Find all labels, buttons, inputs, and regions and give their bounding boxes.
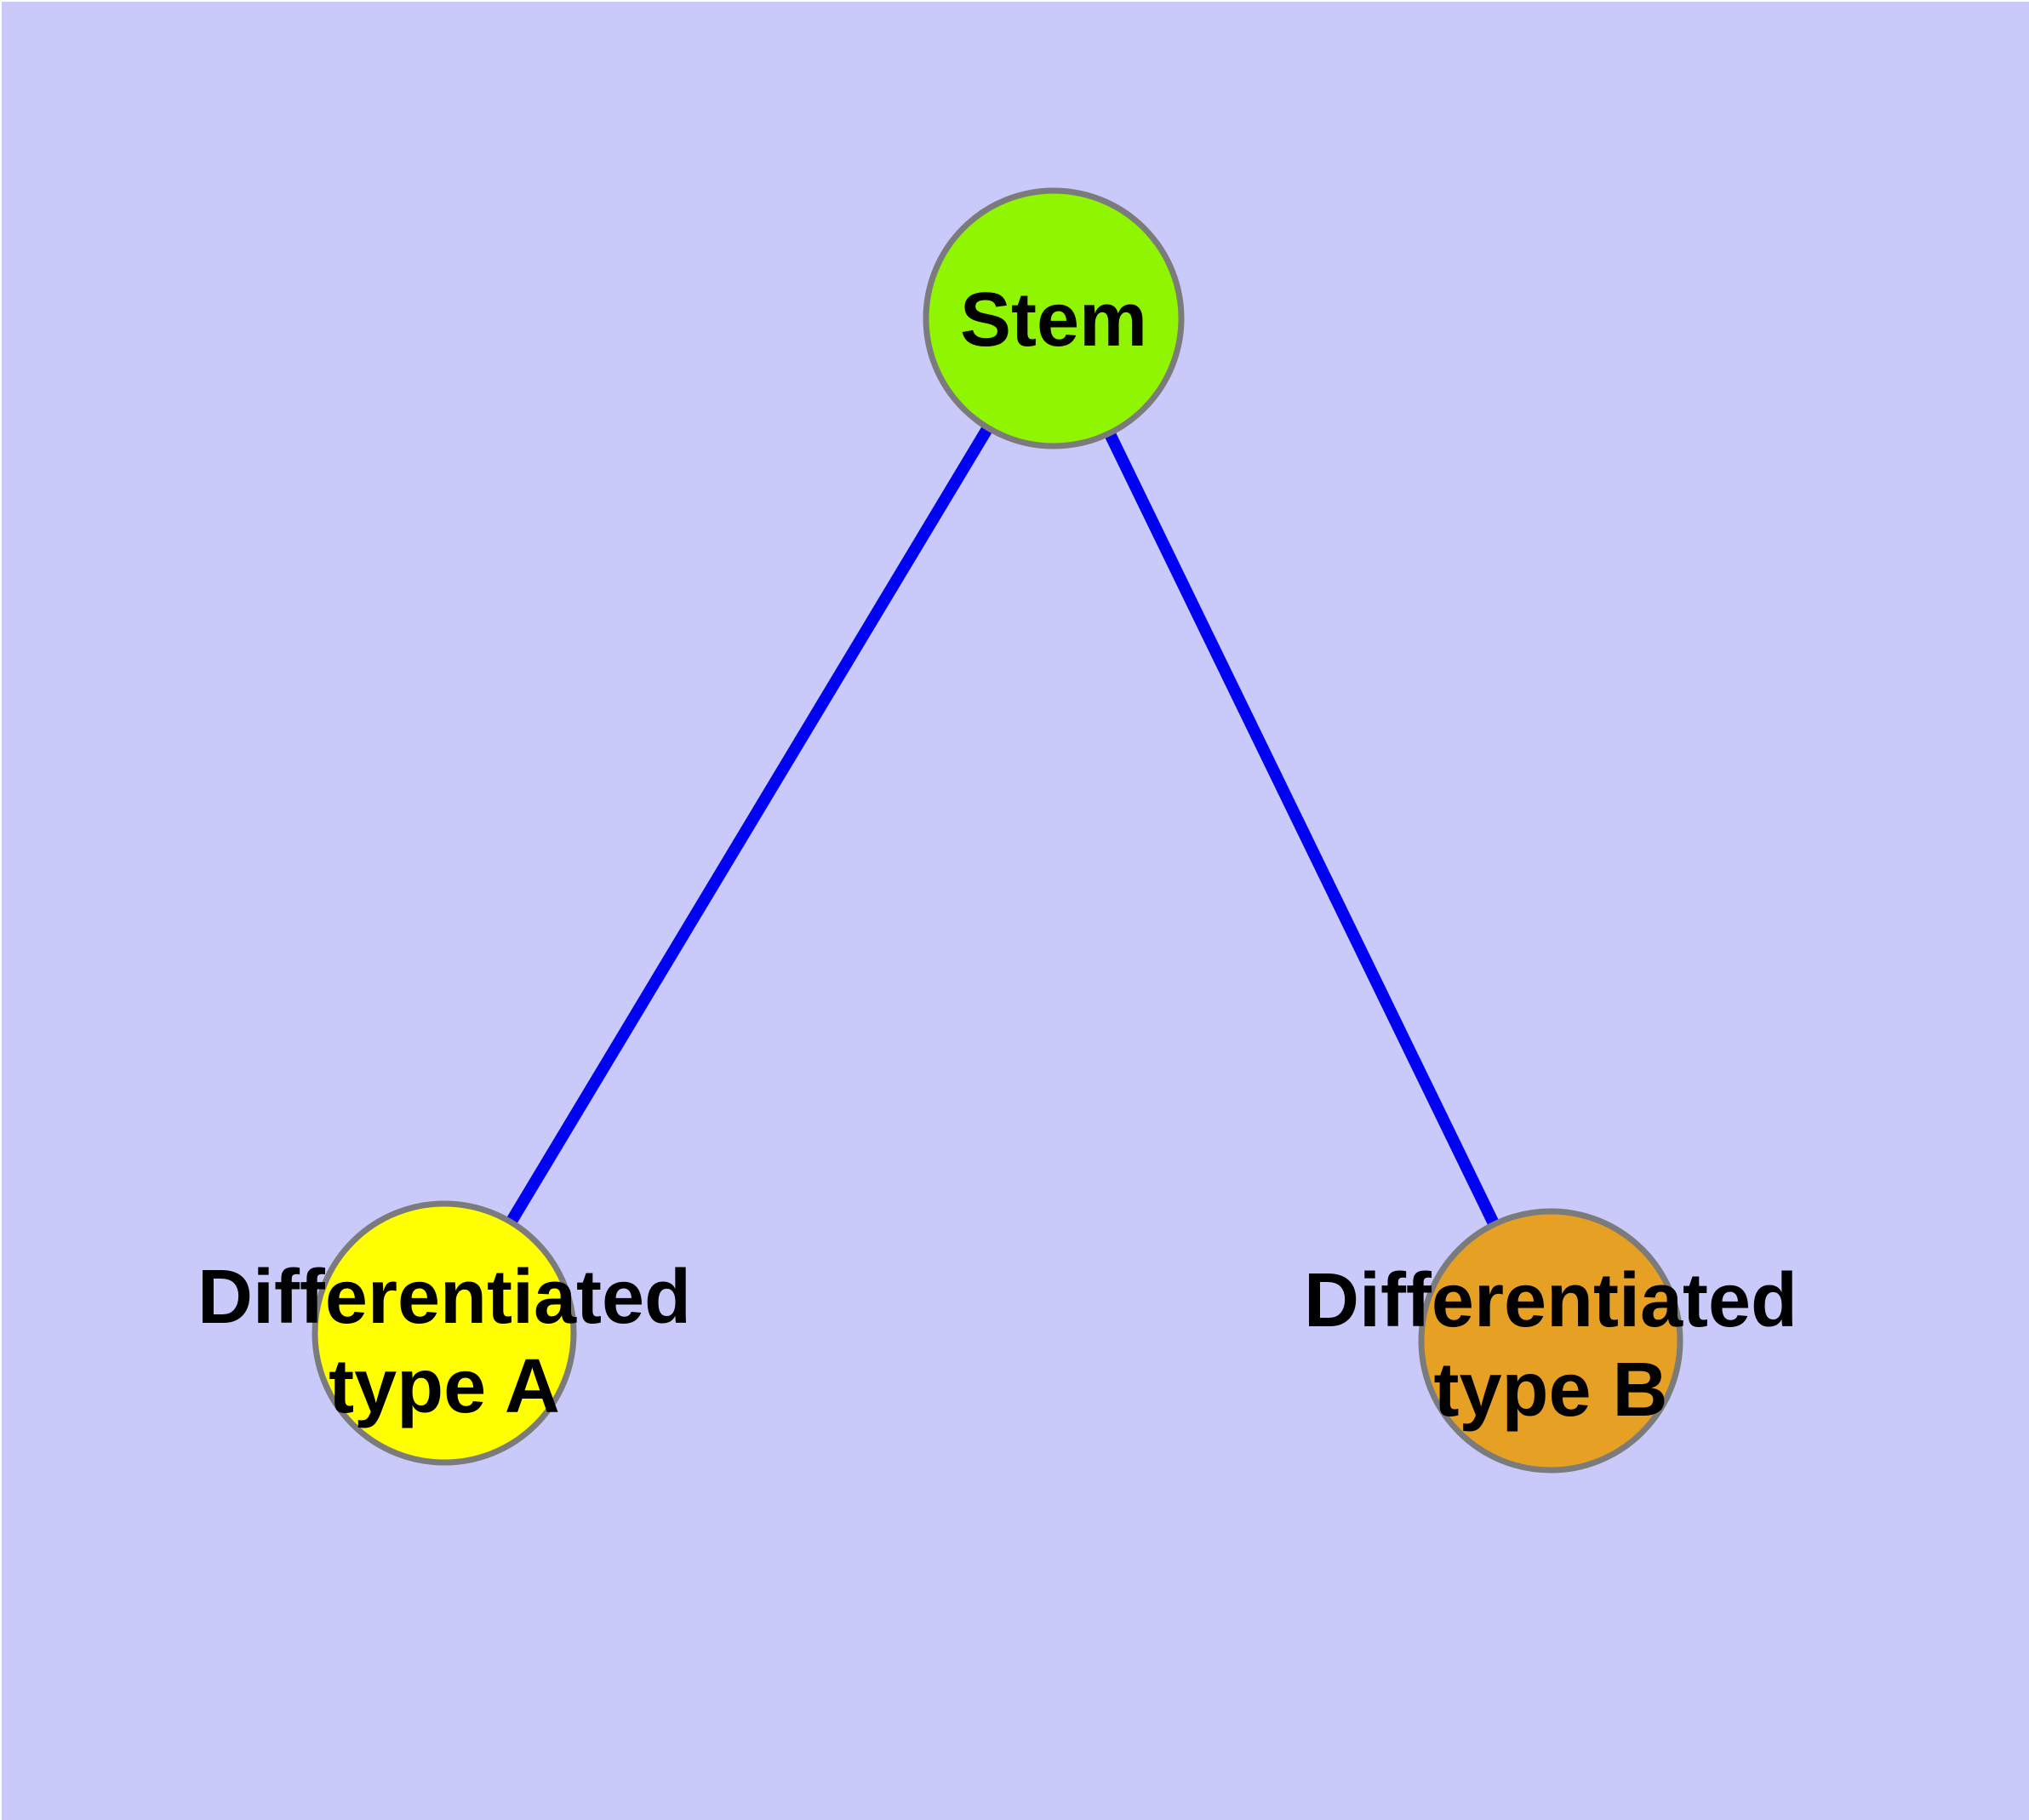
node-type-a-label-line1: Differentiated	[197, 1255, 691, 1340]
node-type-b-label-line1: Differentiated	[1304, 1258, 1798, 1343]
edge-stem-to-type-b	[1048, 315, 1557, 1344]
node-type-b-circle	[1418, 1208, 1683, 1474]
node-stem-label: Stem	[960, 278, 1147, 363]
node-type-a-label-line2: type A	[329, 1344, 560, 1429]
node-stem-circle	[923, 187, 1185, 449]
edge-stem-to-type-a	[438, 315, 1060, 1336]
node-type-b-label-line2: type B	[1433, 1348, 1667, 1433]
node-type-a-circle	[311, 1200, 577, 1466]
